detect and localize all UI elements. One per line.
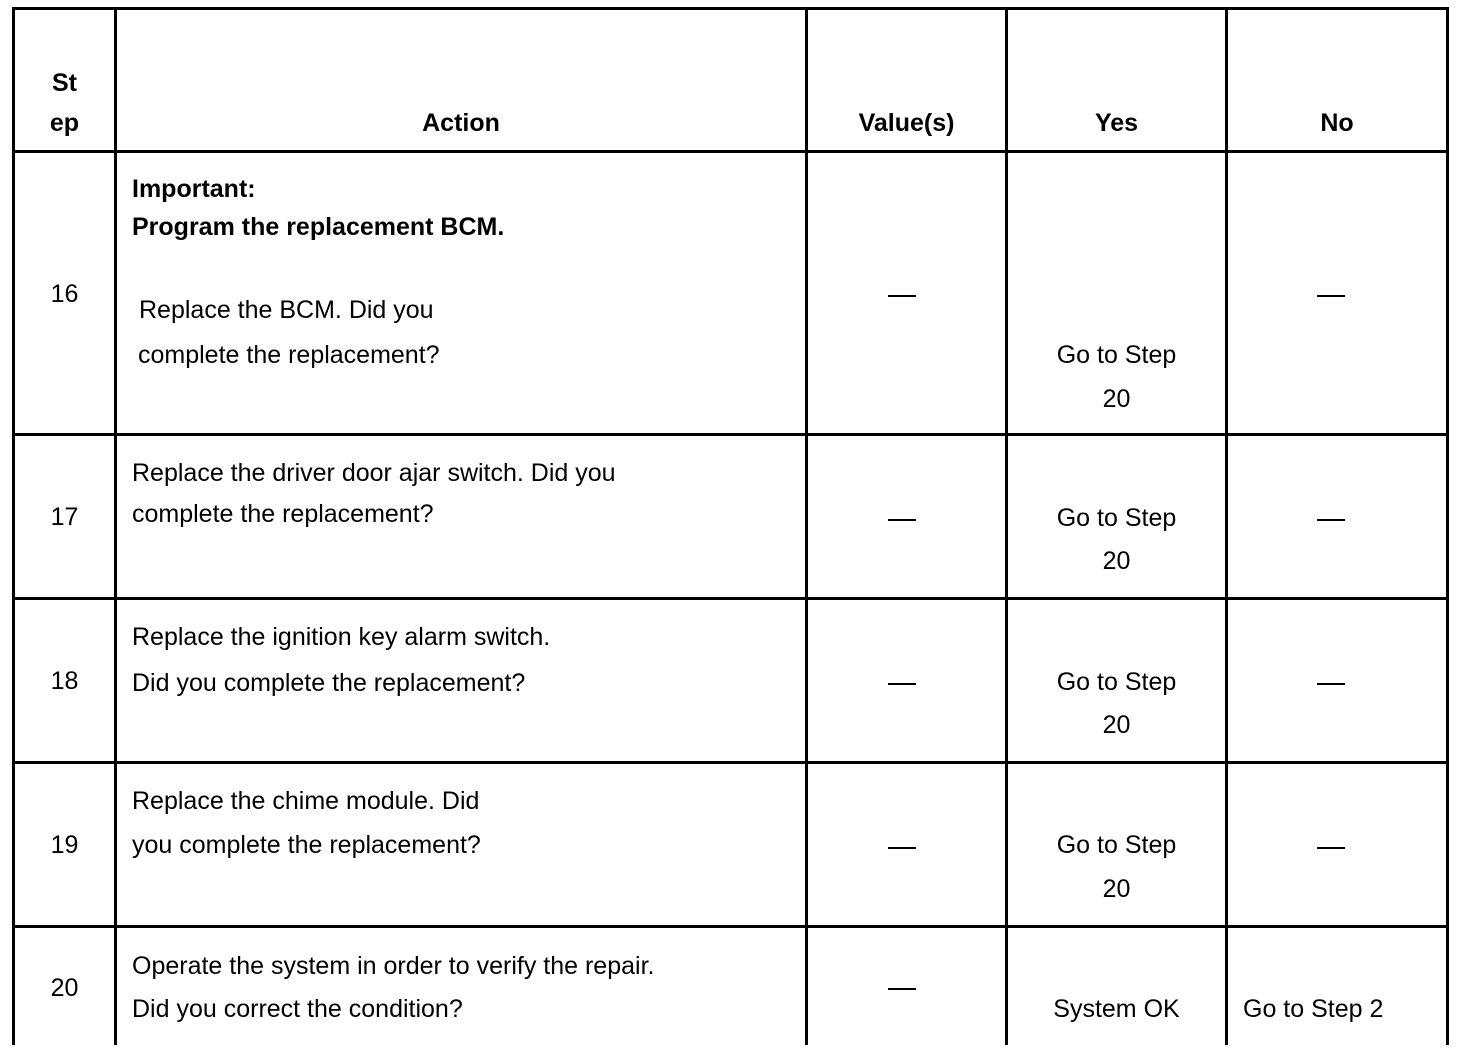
- action-cell: Important: Program the replacement BCM. …: [114, 150, 808, 436]
- action-cell: Replace the driver door ajar switch. Did…: [114, 433, 808, 600]
- header-step: St ep: [12, 7, 117, 153]
- no-cell: —: [1225, 433, 1449, 600]
- action-cell: Operate the system in order to verify th…: [114, 925, 808, 1045]
- yes-cell: System OK: [1005, 925, 1228, 1045]
- values-dash: [888, 295, 916, 297]
- values-cell: —: [805, 150, 1008, 436]
- header-step-line1: St: [52, 69, 77, 97]
- no-text: Go to Step 2: [1243, 995, 1384, 1023]
- yes-line: 20: [1102, 875, 1131, 903]
- header-yes-label: Yes: [1094, 109, 1139, 137]
- table-row: 20 Operate the system in order to verify…: [12, 925, 1449, 1045]
- yes-cell: Go to Step 20: [1005, 761, 1228, 928]
- header-yes: Yes: [1005, 7, 1228, 153]
- yes-line: 20: [1102, 547, 1131, 575]
- values-cell: —: [805, 925, 1008, 1045]
- action-line: Replace the driver door ajar switch. Did…: [132, 459, 616, 487]
- action-line: Replace the BCM. Did you: [139, 296, 434, 324]
- no-dash: [1317, 519, 1345, 521]
- action-line: Did you complete the replacement?: [132, 669, 526, 697]
- yes-line: 20: [1102, 711, 1131, 739]
- header-row: St ep Action Value(s) Yes No: [12, 7, 1449, 153]
- no-dash: [1317, 847, 1345, 849]
- diagnostic-table: St ep Action Value(s) Yes No: [12, 7, 1449, 1045]
- no-cell: —: [1225, 761, 1449, 928]
- no-cell: —: [1225, 150, 1449, 436]
- step-cell: 20: [12, 925, 117, 1045]
- step-cell: 16: [12, 150, 117, 436]
- header-action-label: Action: [422, 109, 500, 137]
- action-line: Replace the ignition key alarm switch.: [132, 623, 551, 651]
- header-no-label: No: [1320, 109, 1354, 137]
- yes-line: 20: [1102, 385, 1131, 413]
- no-cell: —: [1225, 597, 1449, 764]
- values-dash: [888, 847, 916, 849]
- header-values-label: Value(s): [858, 109, 955, 137]
- values-cell: —: [805, 433, 1008, 600]
- table-row: 17 Replace the driver door ajar switch. …: [12, 433, 1449, 600]
- table-row: 18 Replace the ignition key alarm switch…: [12, 597, 1449, 764]
- action-line: you complete the replacement?: [132, 831, 481, 859]
- values-cell: —: [805, 597, 1008, 764]
- action-line: complete the replacement?: [138, 341, 440, 369]
- step-cell: 18: [12, 597, 117, 764]
- header-values: Value(s): [805, 7, 1008, 153]
- step-number: 16: [50, 280, 79, 308]
- yes-line: Go to Step: [1056, 831, 1177, 859]
- yes-cell: Go to Step 20: [1005, 597, 1228, 764]
- yes-line: Go to Step: [1056, 504, 1177, 532]
- action-line: complete the replacement?: [132, 500, 434, 528]
- header-no: No: [1225, 7, 1449, 153]
- step-number: 19: [50, 831, 79, 859]
- table-row: 16 Important: Program the replacement BC…: [12, 150, 1449, 436]
- header-action: Action: [114, 7, 808, 153]
- step-cell: 17: [12, 433, 117, 600]
- step-number: 17: [50, 503, 79, 531]
- step-number: 18: [50, 667, 79, 695]
- action-line: Did you correct the condition?: [132, 995, 463, 1023]
- yes-cell: Go to Step 20: [1005, 433, 1228, 600]
- yes-line: System OK: [1053, 995, 1180, 1023]
- important-text: Program the replacement BCM.: [132, 213, 505, 241]
- yes-line: Go to Step: [1056, 668, 1177, 696]
- yes-line: Go to Step: [1056, 341, 1177, 369]
- header-step-line2: ep: [49, 109, 80, 137]
- action-cell: Replace the ignition key alarm switch. D…: [114, 597, 808, 764]
- important-label: Important:: [132, 175, 256, 203]
- step-number: 20: [50, 974, 79, 1002]
- no-dash: [1317, 683, 1345, 685]
- values-dash: [888, 988, 916, 990]
- no-dash: [1317, 295, 1345, 297]
- values-dash: [888, 683, 916, 685]
- yes-cell: Go to Step 20: [1005, 150, 1228, 436]
- action-line: Replace the chime module. Did: [132, 787, 480, 815]
- no-cell: Go to Step 2: [1225, 925, 1449, 1045]
- action-cell: Replace the chime module. Did you comple…: [114, 761, 808, 928]
- step-cell: 19: [12, 761, 117, 928]
- values-dash: [888, 519, 916, 521]
- table-row: 19 Replace the chime module. Did you com…: [12, 761, 1449, 928]
- action-line: Operate the system in order to verify th…: [132, 952, 655, 980]
- values-cell: —: [805, 761, 1008, 928]
